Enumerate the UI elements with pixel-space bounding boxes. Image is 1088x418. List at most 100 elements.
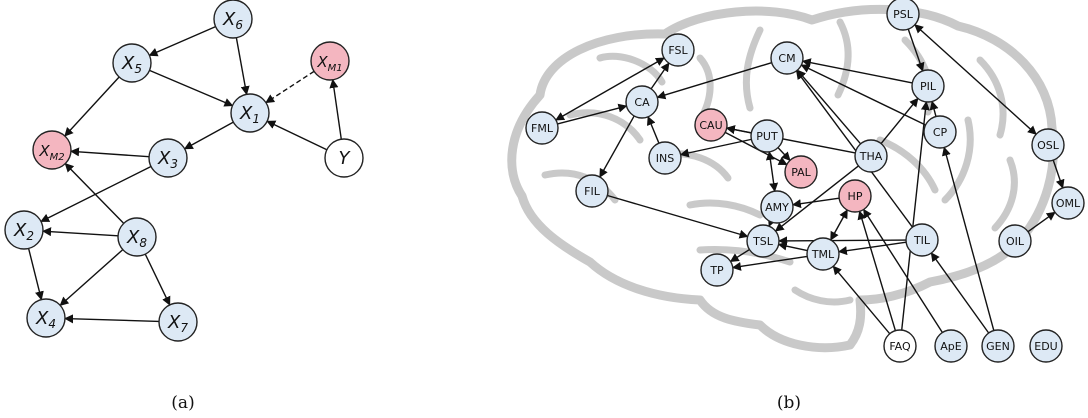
panel-b-edge-fml-to-ca xyxy=(557,103,628,125)
node-label: CP xyxy=(933,126,948,139)
node-label: OSL xyxy=(1037,139,1060,152)
panel-a-node-x6: X6 xyxy=(213,0,253,39)
panel-b-node-put: PUT xyxy=(750,119,784,153)
panel-b-node-tp: TP xyxy=(700,253,734,287)
node-circle xyxy=(4,210,44,250)
panel-b-edge-cp-to-pil xyxy=(929,100,939,117)
panel-a-edge-x7-to-x4 xyxy=(64,314,160,324)
panel-b-edge-put-to-amy xyxy=(765,150,779,193)
panel-b-edge-til-to-cm xyxy=(795,70,914,228)
node-label: X4 xyxy=(35,308,56,331)
panel-b-edge-fil-to-tsl xyxy=(607,194,749,239)
panel-b-node-til: TIL xyxy=(905,223,939,257)
panel-a-caption: (a) xyxy=(171,393,194,413)
panel-a-edge-y-to-x1 xyxy=(266,120,328,151)
panel-b-edge-amy-to-tsl xyxy=(768,217,777,228)
node-label: PAL xyxy=(791,166,811,179)
node-circle xyxy=(625,85,659,119)
node-circle xyxy=(648,141,682,175)
panel-b-node-osl: OSL xyxy=(1031,128,1065,162)
node-label: X5 xyxy=(121,53,142,76)
panel-b-edge-ca-to-fsl xyxy=(650,62,670,90)
node-label: TML xyxy=(811,248,835,261)
node-label: TP xyxy=(709,264,724,277)
panel-b-node-tsl: TSL xyxy=(746,224,780,258)
panel-a-edge-x8-to-x4 xyxy=(59,249,124,306)
node-circle xyxy=(923,115,957,149)
panel-a-edge-x6-to-x1 xyxy=(235,37,250,96)
panel-b-edge-hp-to-amy xyxy=(791,197,840,209)
panel-b-edge-fsl-to-fml xyxy=(555,57,665,121)
panel-b-edge-hp-to-tml xyxy=(830,209,848,241)
node-label: FAQ xyxy=(889,340,911,353)
panel-b-node-pal: PAL xyxy=(784,155,818,189)
panel-a-node-x3: X3 xyxy=(148,138,188,178)
panel-b-node-ins: INS xyxy=(648,141,682,175)
node-label: X6 xyxy=(222,9,243,32)
panel-b-edge-tha-to-cm xyxy=(796,69,862,145)
panel-a-edge-x5-to-x1 xyxy=(149,69,234,107)
panel-b-edge-ape-to-hp xyxy=(863,208,943,333)
panel-b-edge-tml-to-tsl xyxy=(777,241,808,252)
node-circle xyxy=(525,111,559,145)
panel-b-edge-tha-to-pil xyxy=(880,97,919,145)
panel-b-edge-tha-to-cau xyxy=(725,125,856,154)
panel-b-node-oml: OML xyxy=(1051,186,1085,220)
node-circle xyxy=(854,139,888,173)
panel-b-caption: (b) xyxy=(777,393,801,413)
panel-a-node-x4: X4 xyxy=(26,298,66,338)
node-label: OIL xyxy=(1006,235,1025,248)
panel-b-edge-ca-to-fil xyxy=(599,115,635,178)
node-label: Y xyxy=(339,148,352,169)
panel-b-node-amy: AMY xyxy=(760,190,794,224)
node-circle xyxy=(838,179,872,213)
node-circle xyxy=(213,0,253,39)
panel-b-node-gen: GEN xyxy=(981,329,1015,363)
panel-a-edge-xm1-to-x1 xyxy=(265,70,315,104)
panel-b-node-fml: FML xyxy=(525,111,559,145)
panel-b-node-tha: THA xyxy=(854,139,888,173)
node-label: XM2 xyxy=(38,142,64,163)
panel-b-node-cp: CP xyxy=(923,115,957,149)
panel-b-node-tml: TML xyxy=(806,237,840,271)
node-circle xyxy=(661,33,695,67)
panel-b-edge-put-to-pal xyxy=(777,147,791,162)
panel-b-node-oil: OIL xyxy=(998,224,1032,258)
node-circle xyxy=(148,138,188,178)
node-circle xyxy=(575,174,609,208)
panel-b-edge-faq-to-hp xyxy=(857,210,897,331)
node-label: CAU xyxy=(699,119,722,132)
panel-a-node-xm1: XM1 xyxy=(310,41,350,81)
node-label: X8 xyxy=(126,227,147,250)
panel-b-edge-faq-to-tml xyxy=(832,265,891,335)
panel-b-edge-tml-to-tp xyxy=(731,255,808,271)
panel-b-edge-tsl-to-tp xyxy=(729,248,750,263)
node-circle xyxy=(784,155,818,189)
node-circle xyxy=(883,329,917,363)
node-circle xyxy=(117,217,157,257)
panel-a-edge-x3-to-x2 xyxy=(40,165,152,223)
node-circle xyxy=(324,138,364,178)
node-label: AMY xyxy=(765,201,789,214)
panel-b-edge-gen-to-til xyxy=(930,252,990,334)
panel-a-edge-x8-to-x7 xyxy=(144,253,171,306)
node-label: PIL xyxy=(920,80,937,93)
node-label: ApE xyxy=(940,340,962,353)
node-label: CA xyxy=(634,96,650,109)
panel-a-edge-x5-to-xm2 xyxy=(64,76,120,137)
node-label: XM1 xyxy=(316,53,342,74)
panel-b-edge-put-to-ins xyxy=(679,138,752,158)
node-circle xyxy=(750,119,784,153)
panel-b-edge-tha-to-tsl xyxy=(774,165,859,232)
panel-a-edge-x8-to-x2 xyxy=(42,227,119,237)
node-circle xyxy=(934,329,968,363)
panel-b-node-psl: PSL xyxy=(886,0,920,31)
node-circle xyxy=(700,253,734,287)
panel-b-edges xyxy=(555,24,1065,335)
node-label: TIL xyxy=(913,234,931,247)
node-label: HP xyxy=(848,190,863,203)
node-label: EDU xyxy=(1034,340,1057,353)
